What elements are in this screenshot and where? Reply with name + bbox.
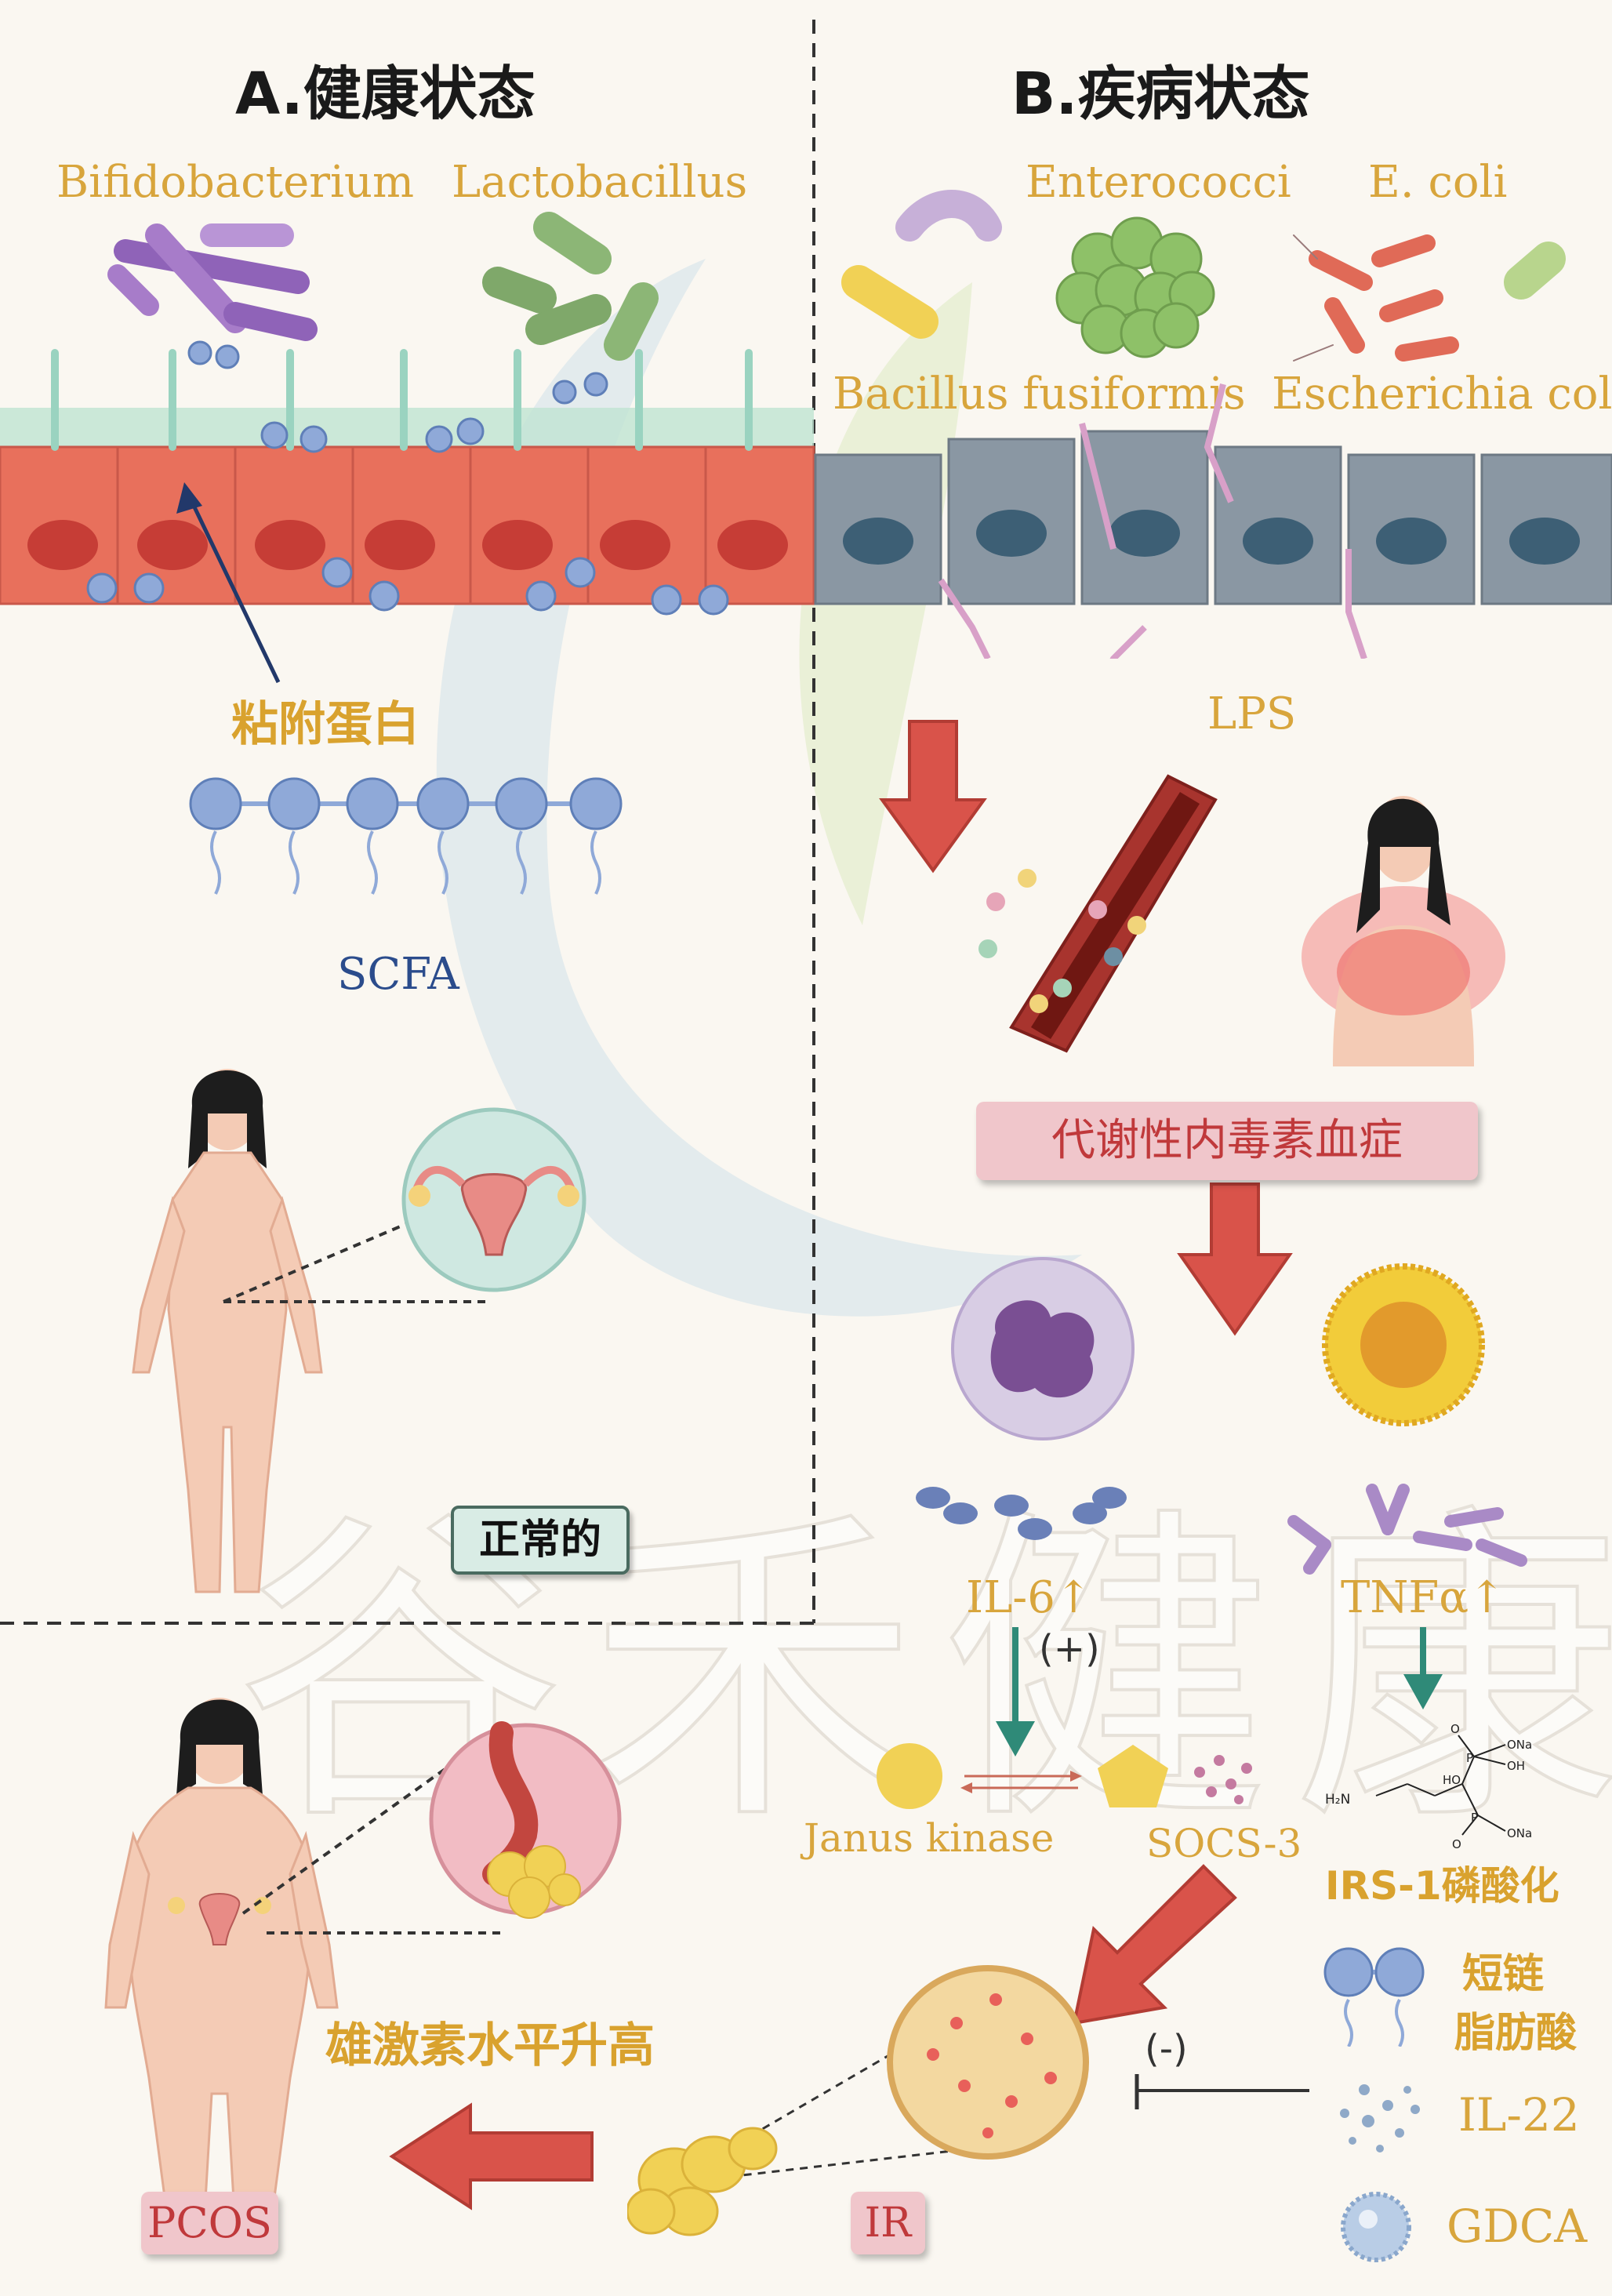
uterus-inset-lines xyxy=(223,1107,586,1303)
chem-ona1: ONa xyxy=(1507,1738,1532,1752)
chem-o2: O xyxy=(1452,1837,1461,1851)
normal-badge: 正常的 xyxy=(451,1506,630,1575)
adipocyte-cross-section-icon xyxy=(887,1965,1089,2160)
label-lactobacillus: Lactobacillus xyxy=(452,157,748,208)
e-coli-icon xyxy=(1293,234,1566,361)
label-e-coli: E. coli xyxy=(1368,157,1508,208)
endotoxemia-box: 代谢性内毒素血症 xyxy=(976,1102,1478,1180)
ir-badge: IR xyxy=(851,2192,925,2254)
label-irs1: IRS-1磷酸化 xyxy=(1325,1863,1559,1909)
panel-a-title: A.健康状态 xyxy=(235,60,536,128)
toxin-dots xyxy=(978,869,1146,1013)
label-minus: (-) xyxy=(1145,2027,1188,2071)
label-bifidobacterium: Bifidobacterium xyxy=(56,157,415,208)
adhesion-stalks xyxy=(51,349,753,451)
mast-cell-icon xyxy=(1322,1263,1485,1426)
healthy-cells xyxy=(0,445,815,605)
intestinal-epithelium xyxy=(0,349,1612,659)
chem-ho: HO xyxy=(1443,1773,1461,1787)
chem-p1: P xyxy=(1466,1751,1473,1765)
label-androgen: 雄激素水平升高 xyxy=(325,2018,655,2073)
adipose-scene xyxy=(627,1965,1089,2236)
pcos-woman-figure xyxy=(104,1698,339,2229)
bacteria-illustrations xyxy=(107,190,1566,361)
healthy-woman-figure xyxy=(132,1069,323,1593)
enterococci-icon xyxy=(1055,216,1215,358)
arrow-diagonal xyxy=(1072,1864,1237,2025)
chemical-structure: H₂N HO P P ONa OH ONa O O xyxy=(1325,1722,1532,1851)
label-tnf: TNFα↑ xyxy=(1341,1572,1505,1623)
bifidobacterium-icon xyxy=(107,223,318,341)
signaling-icons xyxy=(877,1743,1252,1809)
label-gdca: GDCA xyxy=(1447,2200,1588,2253)
uterus-icon xyxy=(408,1165,579,1256)
scfa-pair-icon xyxy=(1323,1947,1425,2047)
il6-icon xyxy=(916,1487,1127,1540)
chem-p2: P xyxy=(1471,1811,1478,1825)
bacillus-icon xyxy=(841,190,1002,339)
inflamed-woman-icon xyxy=(1302,796,1505,1066)
tnf-icon xyxy=(1287,1484,1527,1575)
label-lps: LPS xyxy=(1207,688,1297,739)
label-plus: (+) xyxy=(1039,1627,1100,1671)
endotoxin-scene xyxy=(978,774,1505,1066)
label-il6: IL-6↑ xyxy=(966,1572,1092,1623)
label-il22: IL-22 xyxy=(1458,2088,1580,2142)
cytokines xyxy=(916,1484,1527,1575)
chem-oh: OH xyxy=(1507,1759,1525,1773)
chem-o1: O xyxy=(1450,1722,1460,1736)
panel-b-title: B.疾病状态 xyxy=(1011,60,1310,128)
socs3-icon xyxy=(1098,1745,1168,1807)
label-adhesion-protein: 粘附蛋白 xyxy=(231,697,419,752)
label-scfa-cn-1: 短链 xyxy=(1462,1951,1545,1998)
macrophage-icon xyxy=(951,1257,1135,1440)
pcos-uterus-icon xyxy=(168,1893,271,1945)
pcos-badge: PCOS xyxy=(141,2192,278,2254)
label-escherichia-coli: Escherichia coli xyxy=(1272,369,1612,420)
il22-icon xyxy=(1340,2084,1420,2152)
immune-cells xyxy=(951,1257,1485,1440)
arrow-left xyxy=(389,2102,594,2211)
label-socs3: SOCS-3 xyxy=(1146,1821,1302,1866)
label-scfa: SCFA xyxy=(337,949,459,1000)
pancreas-icon xyxy=(627,2127,778,2236)
chem-ona2: ONa xyxy=(1507,1826,1532,1840)
ovary-inset xyxy=(241,1721,622,1935)
janus-kinase-icon xyxy=(877,1743,942,1809)
label-janus-kinase: Janus kinase xyxy=(804,1815,1055,1861)
label-enterococci: Enterococci xyxy=(1026,157,1291,208)
socs3-dots xyxy=(1194,1755,1252,1804)
lactobacillus-icon xyxy=(482,212,659,361)
scfa-chain-icon xyxy=(189,777,623,895)
label-bacillus-fusiformis: Bacillus fusiformis xyxy=(833,369,1246,420)
chem-h2n: H₂N xyxy=(1325,1792,1350,1807)
adhesion-pointer xyxy=(176,482,281,684)
label-scfa-cn-2: 脂肪酸 xyxy=(1454,2010,1578,2057)
gdca-icon xyxy=(1341,2192,1411,2262)
lps-chains xyxy=(938,383,1367,659)
arrow-down-2 xyxy=(1177,1183,1293,1336)
scfa-on-cells xyxy=(86,340,729,616)
arrow-down-1 xyxy=(879,720,987,874)
